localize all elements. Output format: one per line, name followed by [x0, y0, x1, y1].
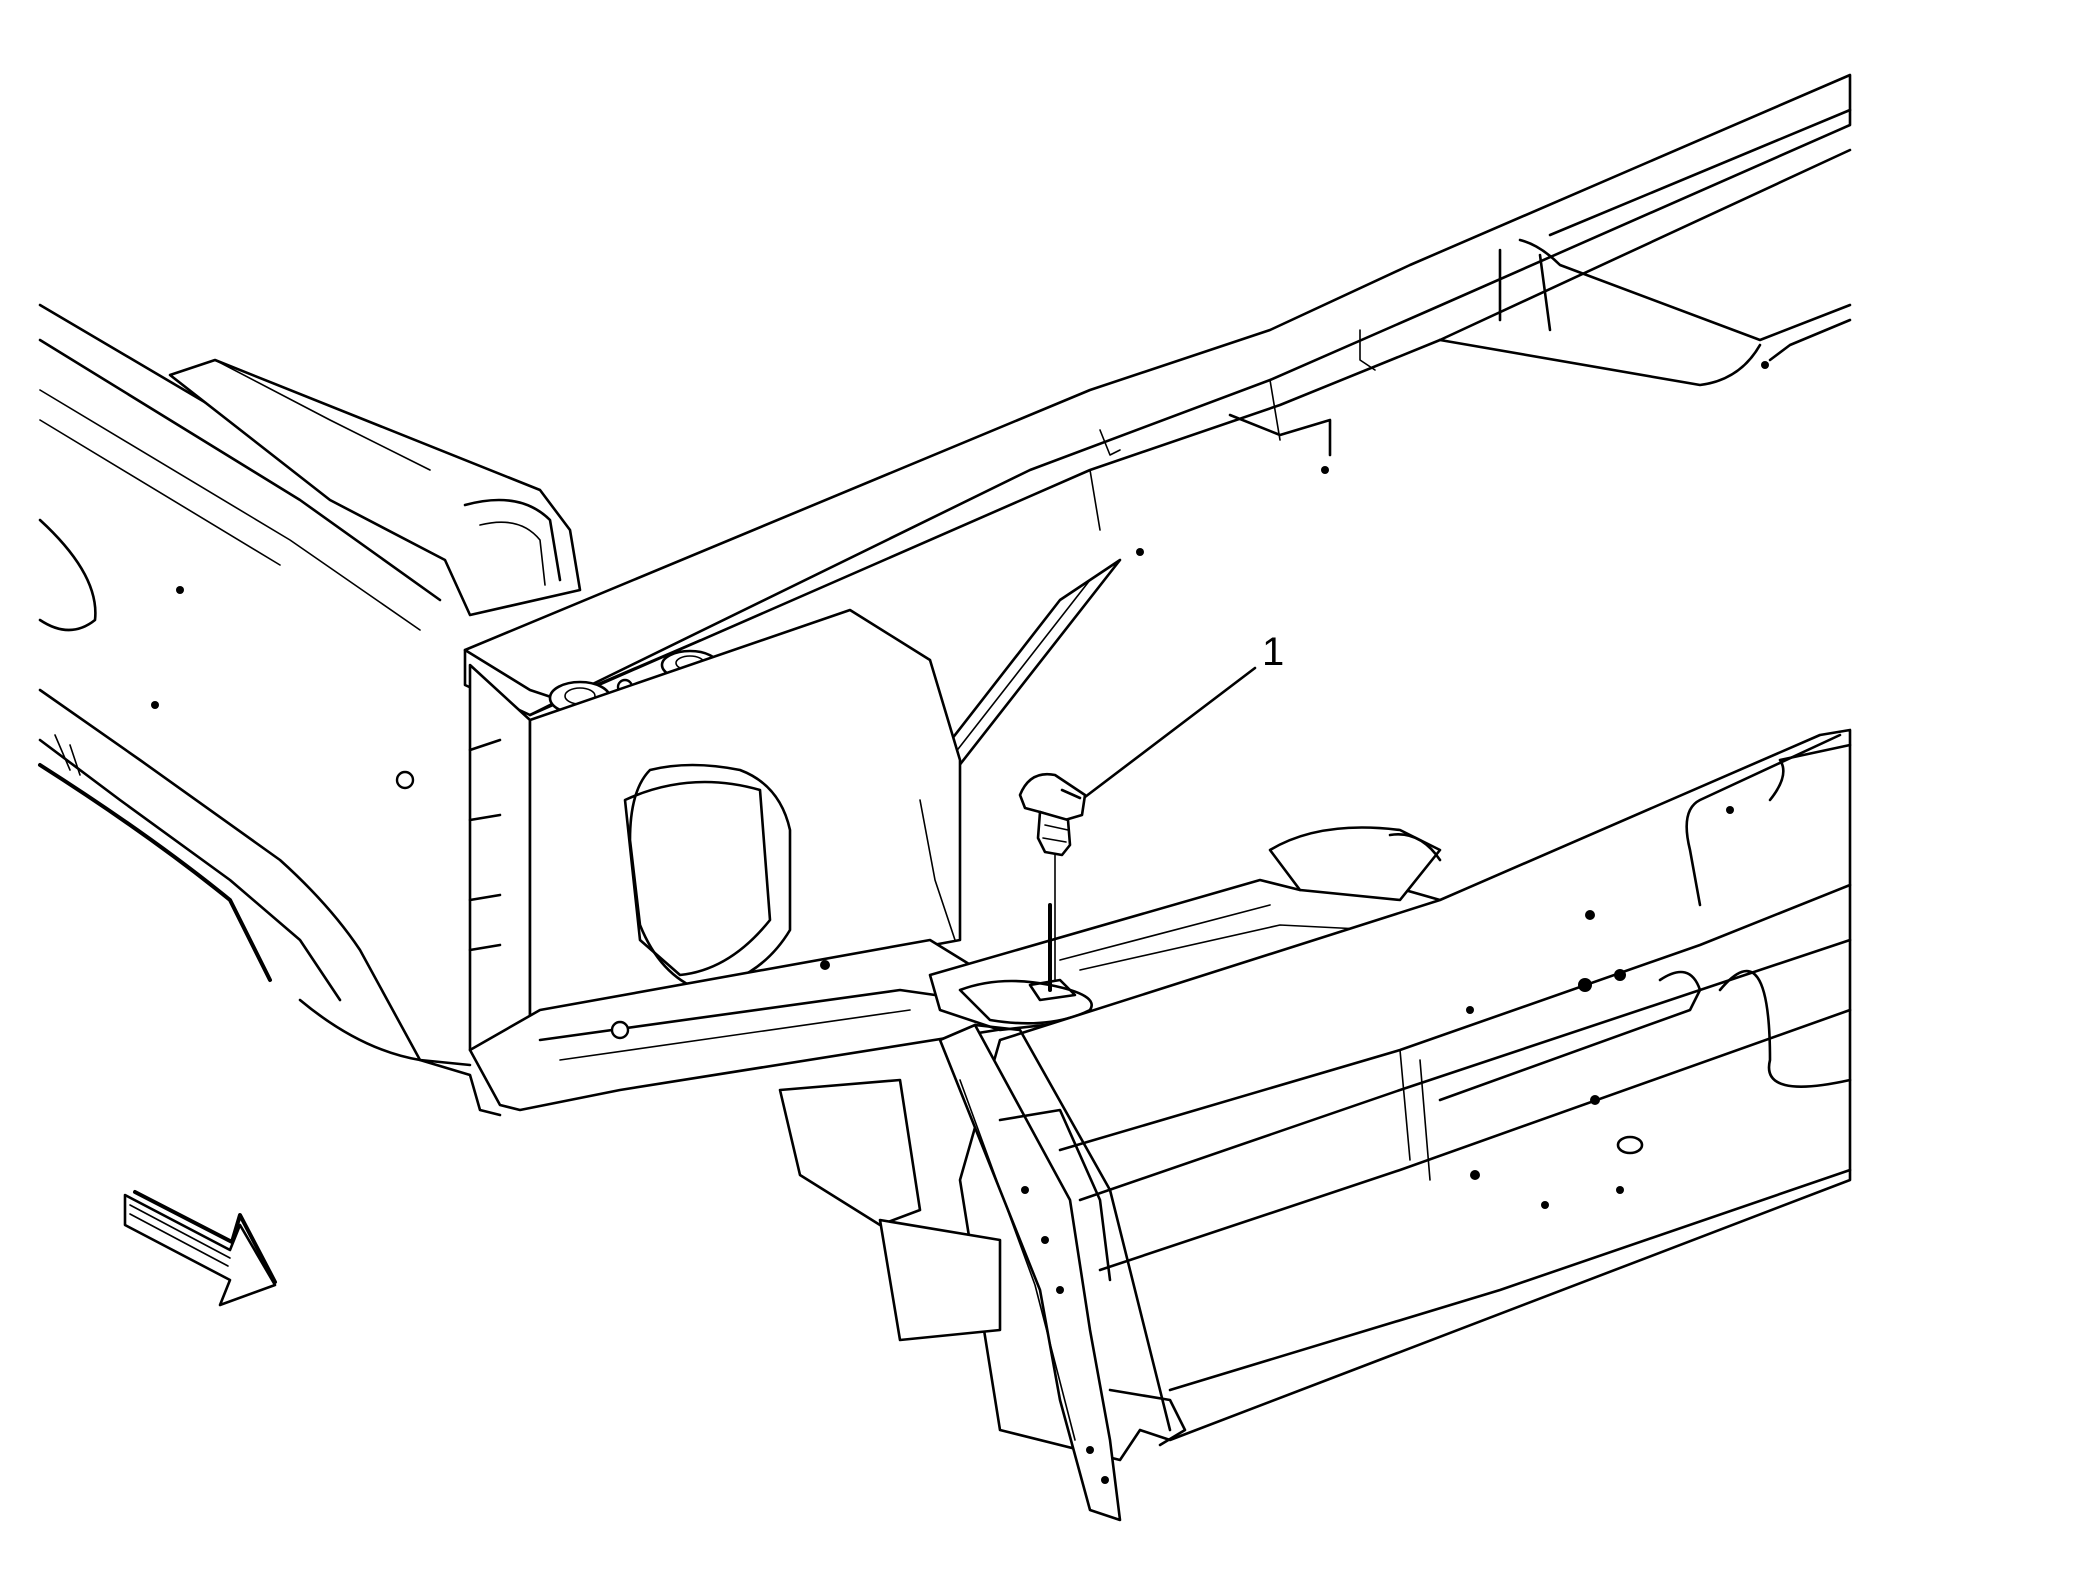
front-left-rail: [168, 358, 582, 617]
callout-1: 1: [1083, 630, 1284, 799]
callout-label: 1: [1262, 630, 1284, 674]
upper-crossmember: [463, 73, 1852, 717]
vertical-front-strut: [778, 1023, 1187, 1522]
forward-arrow-icon: [123, 1190, 277, 1307]
lower-cross-bracket: [468, 938, 1062, 1112]
front-vertical-panel: [468, 608, 962, 1052]
sensor-component: [1018, 772, 1087, 981]
right-lower-frame-rail: [958, 728, 1852, 1462]
